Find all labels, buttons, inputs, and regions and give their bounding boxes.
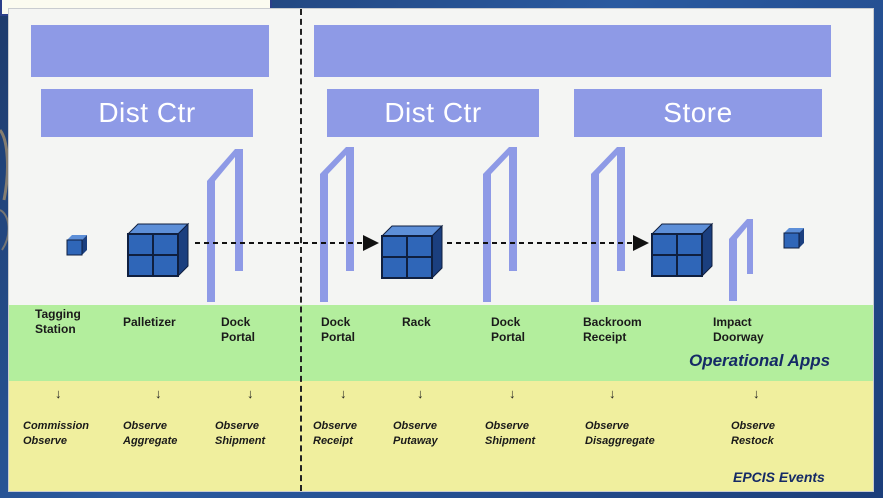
dock-portal-icon-1 xyxy=(207,149,243,302)
case-icon-left xyxy=(66,234,88,256)
op-label-impact-doorway: Impact Doorway xyxy=(713,315,764,344)
event-commission-observe: Commission Observe xyxy=(23,420,90,447)
top-bar-left xyxy=(31,25,269,77)
event-observe-receipt: Observe Receipt xyxy=(313,420,358,447)
header-store: Store xyxy=(574,89,822,137)
op-label-backroom-receipt: Backroom Receipt xyxy=(583,315,642,344)
pallet-icon-store xyxy=(650,222,714,278)
header-dist-ctr-middle: Dist Ctr xyxy=(327,89,539,137)
case-icon-right xyxy=(783,227,805,249)
impact-doorway-icon xyxy=(729,219,753,301)
op-label-tagging-station: Tagging Station xyxy=(35,307,81,336)
backroom-portal-icon xyxy=(591,147,625,302)
dock-portal-icon-3 xyxy=(483,147,517,302)
op-label-palletizer: Palletizer xyxy=(123,315,176,329)
op-label-dock-portal-1: Dock Portal xyxy=(221,315,256,344)
arrow-down-3: ↓ xyxy=(247,386,254,401)
section-divider xyxy=(300,9,302,491)
arrow-down-4: ↓ xyxy=(340,386,347,401)
dock-portal-icon-2 xyxy=(320,147,354,302)
pallet-icon-palletizer xyxy=(126,222,190,278)
epcis-events-title: EPCIS Events xyxy=(733,469,825,485)
op-label-rack: Rack xyxy=(402,315,431,329)
arrow-down-7: ↓ xyxy=(609,386,616,401)
arrow-down-5: ↓ xyxy=(417,386,424,401)
event-observe-shipment-1: Observe Shipment xyxy=(215,420,266,447)
event-observe-putaway: Observe Putaway xyxy=(393,420,438,447)
arrow-down-1: ↓ xyxy=(55,386,62,401)
op-label-dock-portal-3: Dock Portal xyxy=(491,315,526,344)
arrow-down-2: ↓ xyxy=(155,386,162,401)
event-observe-aggregate: Observe Aggregate xyxy=(123,420,178,447)
arrow-down-8: ↓ xyxy=(753,386,760,401)
top-bar-right xyxy=(314,25,831,77)
operational-apps-band xyxy=(9,305,873,381)
epcis-events-band xyxy=(9,381,873,491)
pallet-icon-rack xyxy=(380,224,444,280)
op-label-dock-portal-2: Dock Portal xyxy=(321,315,356,344)
event-observe-disaggregate: Observe Disaggregate xyxy=(585,420,655,447)
event-observe-shipment-2: Observe Shipment xyxy=(485,420,536,447)
arrow-down-6: ↓ xyxy=(509,386,516,401)
event-observe-restock: Observe Restock xyxy=(731,420,776,447)
header-dist-ctr-left: Dist Ctr xyxy=(41,89,253,137)
supply-chain-diagram: Dist Ctr Dist Ctr Store xyxy=(8,8,874,492)
flow-artwork xyxy=(66,147,805,302)
operational-apps-title: Operational Apps xyxy=(689,351,831,370)
